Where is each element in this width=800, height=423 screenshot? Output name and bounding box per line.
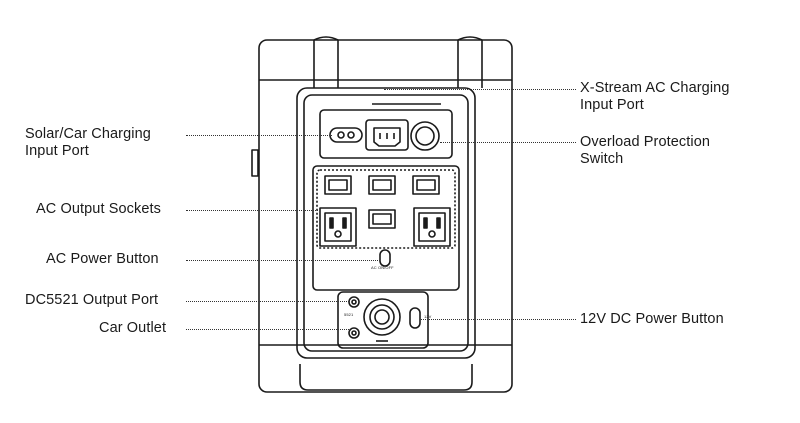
leader-xstream [384,89,576,90]
dc-power-text: 12V [424,314,432,319]
label-overload-line2: Switch [580,151,624,167]
overload-switch [410,121,440,151]
solar-charging-port [329,127,363,143]
ac-output-panel [312,165,460,291]
label-dc5521: DC5521 Output Port [25,292,159,308]
label-xstream-line2: Input Port [580,97,644,113]
leader-dc5521 [186,301,349,302]
xstream-ac-input [365,119,409,151]
leader-ac-output [186,210,318,211]
label-ac-output-sockets: AC Output Sockets [36,201,162,217]
label-overload: Overload Protection Switch [580,134,710,168]
input-panel [319,109,453,159]
dc5521-port [348,296,360,308]
device-base [299,364,473,391]
leader-overload [440,142,576,143]
label-12v-dc-power: 12V DC Power Button [580,311,724,327]
device-body [258,39,513,393]
label-solar-car-charging: Solar/Car Charging Input Port [25,126,151,160]
label-solar-line1: Solar/Car Charging [25,126,151,142]
label-car-outlet: Car Outlet [99,320,167,336]
ac-on-off-text: AC ON/OFF [371,265,394,270]
label-xstream-ac: X-Stream AC Charging Input Port [580,80,729,114]
front-panel [296,87,476,359]
dc-output-panel [337,291,429,349]
dc5521-text: 5521 [344,312,354,317]
leader-ac-power [186,260,380,261]
leader-dc-power [421,319,576,320]
leader-solar [186,135,332,136]
dc-power-button [409,307,421,329]
label-ac-power-button: AC Power Button [46,251,159,267]
ac-power-button [379,249,391,267]
label-solar-line2: Input Port [25,143,89,159]
leader-car-outlet [186,329,349,330]
car-outlet-ring [363,298,401,336]
label-xstream-line1: X-Stream AC Charging [580,80,730,96]
label-overload-line1: Overload Protection [580,134,711,150]
